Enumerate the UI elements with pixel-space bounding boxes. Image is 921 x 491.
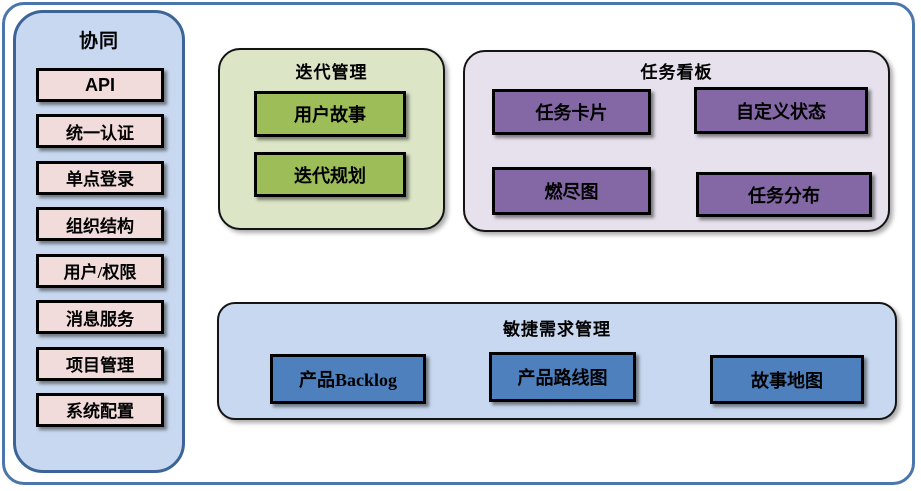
sidebar-item-project-management: 项目管理 — [36, 346, 164, 381]
node-custom-status: 自定义状态 — [694, 87, 868, 134]
node-burndown-chart: 燃尽图 — [492, 167, 651, 215]
node-user-story: 用户故事 — [254, 91, 406, 137]
sidebar-item-sso: 单点登录 — [36, 160, 164, 195]
node-task-card: 任务卡片 — [492, 89, 651, 135]
node-story-map: 故事地图 — [710, 355, 864, 404]
sidebar-item-user-permission: 用户/权限 — [36, 253, 164, 288]
sidebar-item-unified-auth: 统一认证 — [36, 114, 164, 149]
node-product-roadmap: 产品路线图 — [489, 352, 636, 402]
sidebar-title: 协同 — [78, 31, 119, 52]
sidebar-collaboration-panel: 协同 API 统一认证 单点登录 组织结构 用户/权限 消息服务 项目管理 系统… — [13, 10, 185, 473]
group-agile-requirements: 敏捷需求管理 产品Backlog 产品路线图 故事地图 — [217, 302, 897, 420]
outer-frame — [2, 2, 915, 485]
sidebar-item-list: API 统一认证 单点登录 组织结构 用户/权限 消息服务 项目管理 系统配置 — [36, 68, 164, 427]
node-product-backlog: 产品Backlog — [270, 354, 426, 404]
node-task-distribution: 任务分布 — [696, 172, 872, 217]
group-iteration-management: 迭代管理 用户故事 迭代规划 — [218, 48, 445, 230]
group-iteration-title: 迭代管理 — [295, 63, 368, 82]
node-iteration-planning: 迭代规划 — [254, 152, 406, 197]
group-agile-title: 敏捷需求管理 — [503, 320, 611, 339]
sidebar-item-system-config: 系统配置 — [36, 392, 164, 427]
sidebar-item-api: API — [36, 68, 164, 102]
sidebar-item-message-service: 消息服务 — [36, 300, 164, 335]
group-kanban-title: 任务看板 — [640, 63, 713, 82]
sidebar-item-org-structure: 组织结构 — [36, 207, 164, 242]
group-task-kanban: 任务看板 任务卡片 自定义状态 燃尽图 任务分布 — [463, 50, 890, 232]
